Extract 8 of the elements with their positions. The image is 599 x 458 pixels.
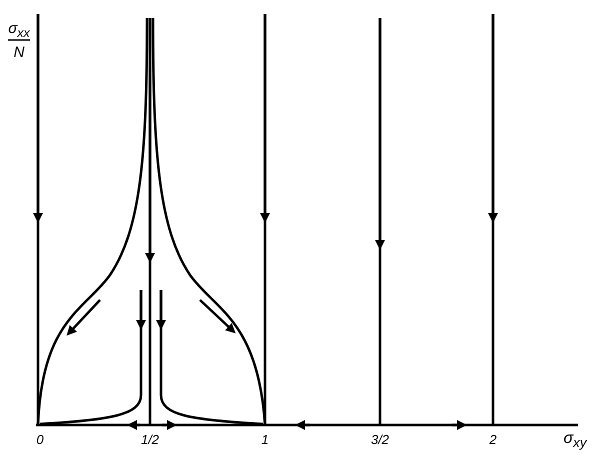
tick-label: 2 — [489, 432, 497, 447]
axis-label: σ$_{xy}$ — [564, 430, 586, 450]
tick-label: 1 — [261, 432, 269, 447]
tick-label: 0 — [36, 432, 44, 447]
label-denominator: N — [14, 44, 24, 61]
tick-label: 3/2 — [370, 432, 390, 447]
label-numerator: σ$_{xx}$ — [8, 20, 30, 40]
tick-label: 1/2 — [140, 432, 160, 447]
